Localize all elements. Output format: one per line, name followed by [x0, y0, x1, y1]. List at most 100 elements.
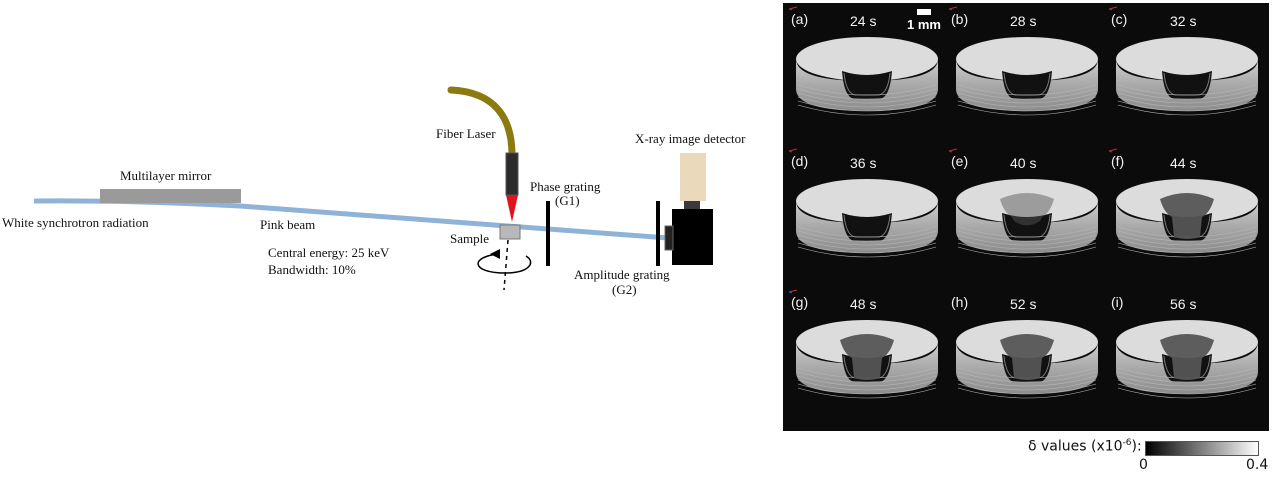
sample-disk-render: [956, 320, 1098, 399]
multilayer-mirror: [100, 189, 241, 203]
tomography-panel-grid: (a)24 s(b)28 s(c)32 s(d)36 s(e)40 s(f)44…: [783, 3, 1269, 431]
melt-pool: [840, 334, 894, 380]
layer-line: [957, 226, 1097, 238]
layer-line: [957, 84, 1097, 96]
layer-line: [957, 238, 1097, 250]
layer-line: [957, 387, 1097, 399]
melt-pool: [1160, 334, 1214, 380]
sample-disk-render: [1116, 37, 1258, 116]
layer-line: [1117, 230, 1257, 242]
sample-disk-render: [796, 37, 938, 116]
layer-line: [797, 230, 937, 242]
panel-letter: (i): [1111, 294, 1124, 310]
detector-body: [672, 209, 713, 265]
rotation-arrow: [477, 253, 532, 274]
melt-pool: [1000, 193, 1054, 226]
layer-line: [957, 242, 1097, 254]
melt-pool: [1000, 334, 1054, 380]
layer-line: [957, 92, 1097, 104]
layer-line: [957, 379, 1097, 391]
layer-line: [957, 88, 1097, 100]
detector-lens: [664, 225, 674, 251]
laser-tip: [506, 195, 518, 222]
panel-letter: (g): [791, 294, 809, 310]
layer-line: [957, 375, 1097, 387]
scale-bar-line: [917, 9, 931, 15]
layer-line: [957, 234, 1097, 246]
layer-line: [797, 246, 937, 258]
source-label: White synchrotron radiation: [2, 215, 149, 230]
axis-triad-icon: [788, 148, 798, 153]
tomography-panel: (h)52 s: [948, 288, 1106, 428]
layer-line: [957, 104, 1097, 116]
panel-letter: (b): [951, 11, 969, 27]
layer-line: [957, 246, 1097, 258]
scale-bar-label: 1 mm: [907, 17, 941, 32]
panel-time: 24 s: [850, 13, 877, 29]
panel-time: 56 s: [1170, 296, 1197, 312]
detector-scintillator: [680, 153, 706, 201]
panel-letter: (a): [791, 11, 809, 27]
beam-label: Pink beam: [260, 217, 315, 232]
mirror-label: Multilayer mirror: [120, 168, 212, 183]
tomography-panel: (d)36 s: [788, 147, 946, 287]
layer-line: [797, 96, 937, 108]
layer-line: [797, 234, 937, 246]
panel-time: 48 s: [850, 296, 877, 312]
bandwidth-label: Bandwidth: 10%: [268, 262, 356, 277]
colorbar: δ values (x10-6): 0 0.4: [1000, 436, 1275, 480]
panel-time: 28 s: [1010, 13, 1037, 29]
sample-disk-render: [796, 320, 938, 399]
layer-line: [797, 88, 937, 100]
layer-line: [1117, 371, 1257, 383]
layer-line: [1117, 100, 1257, 112]
layer-line: [1117, 88, 1257, 100]
colorbar-label-prefix: δ values (x10: [1028, 438, 1123, 455]
layer-line: [1117, 84, 1257, 96]
axis-triad-icon: [948, 6, 958, 11]
g1-label: Phase grating: [530, 179, 601, 194]
layer-line: [1117, 246, 1257, 258]
layer-line: [957, 371, 1097, 383]
axis-triad-icon: [788, 289, 798, 294]
layer-line: [797, 383, 937, 395]
colorbar-min: 0: [1139, 457, 1148, 473]
sample-label: Sample: [450, 231, 489, 246]
layer-line: [1117, 96, 1257, 108]
fiber-cable: [447, 86, 516, 159]
tomography-panel: (c)32 s: [1108, 5, 1266, 145]
laser-label: Fiber Laser: [436, 126, 496, 141]
panel-letter: (d): [791, 153, 809, 169]
sample-disk-render: [1116, 320, 1258, 399]
energy-label: Central energy: 25 keV: [268, 245, 390, 260]
scale-bar: 1 mm: [900, 9, 948, 32]
layer-line: [957, 230, 1097, 242]
experimental-setup-diagram: White synchrotron radiation Multilayer m…: [2, 86, 746, 297]
tomography-panel: (f)44 s: [1108, 147, 1266, 287]
layer-line: [1117, 375, 1257, 387]
layer-line: [797, 100, 937, 112]
axis-triad-icon: [1108, 6, 1118, 11]
layer-line: [797, 387, 937, 399]
amplitude-grating: [656, 201, 660, 266]
g2-label: Amplitude grating: [574, 267, 670, 282]
sample-disk-render: [1116, 179, 1258, 258]
g1-abbr: (G1): [555, 193, 580, 208]
panel-time: 44 s: [1170, 155, 1197, 171]
layer-line: [1117, 92, 1257, 104]
axis-triad-icon: [788, 6, 798, 11]
colorbar-label-suffix: ):: [1131, 438, 1142, 455]
layer-line: [797, 238, 937, 250]
layer-line: [797, 379, 937, 391]
detector-label: X-ray image detector: [635, 131, 746, 146]
tomography-panel: (i) 56 s: [1108, 288, 1266, 428]
rotation-arrow-head: [490, 249, 500, 259]
panel-time: 52 s: [1010, 296, 1037, 312]
layer-line: [797, 92, 937, 104]
layer-line: [797, 375, 937, 387]
layer-line: [1117, 379, 1257, 391]
panel-time: 40 s: [1010, 155, 1037, 171]
layer-line: [957, 383, 1097, 395]
panel-letter: (c): [1111, 11, 1128, 27]
melt-pool: [1160, 193, 1214, 239]
